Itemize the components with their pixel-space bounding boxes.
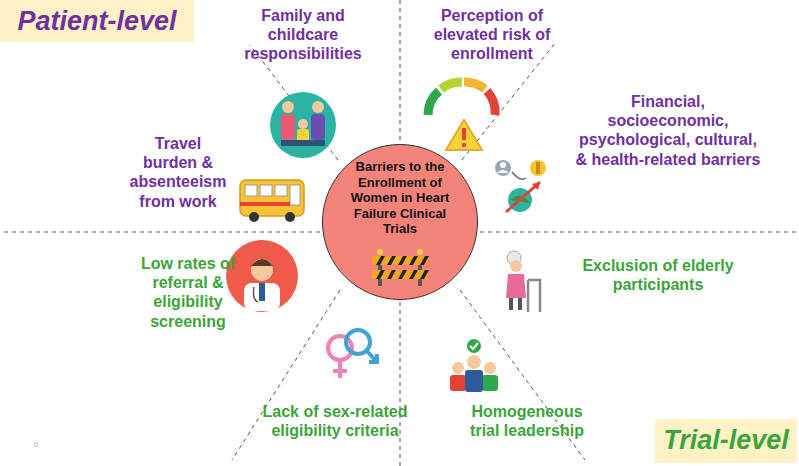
level-label: Patient-level <box>0 0 194 37</box>
bus-icon <box>240 180 304 222</box>
family-icon <box>270 92 336 158</box>
elderly-icon <box>506 251 540 312</box>
leadership-icon <box>450 339 498 392</box>
barrier-label: Family and childcare responsibilities <box>238 6 368 64</box>
level-band: Patient-level <box>0 0 194 42</box>
center-circle: Barriers to the Enrollment of Women in H… <box>322 144 478 300</box>
barrier-label: Travel burden & absenteeism from work <box>126 134 230 211</box>
center-title: Barriers to the Enrollment of Women in H… <box>340 159 460 237</box>
barrier-label: Low rates of referral & eligibility scre… <box>132 254 244 331</box>
barrier-label: Perception of elevated risk of enrollmen… <box>421 6 563 64</box>
level-band: Trial-level <box>655 419 797 463</box>
financial-icon <box>495 160 546 212</box>
risk-gauge-icon <box>428 82 495 150</box>
doctor-icon <box>226 240 298 312</box>
page-number: 0 <box>26 440 46 450</box>
barrier-label: Financial, socioeconomic, psychological,… <box>575 92 761 169</box>
barrier-label: Exclusion of elderly participants <box>580 256 736 294</box>
level-label: Trial-level <box>655 419 797 456</box>
barrier-label: Lack of sex-related eligibility criteria <box>249 402 421 440</box>
gender-symbols-icon <box>328 330 377 378</box>
barrier-label: Homogeneous trial leadership <box>459 402 595 440</box>
